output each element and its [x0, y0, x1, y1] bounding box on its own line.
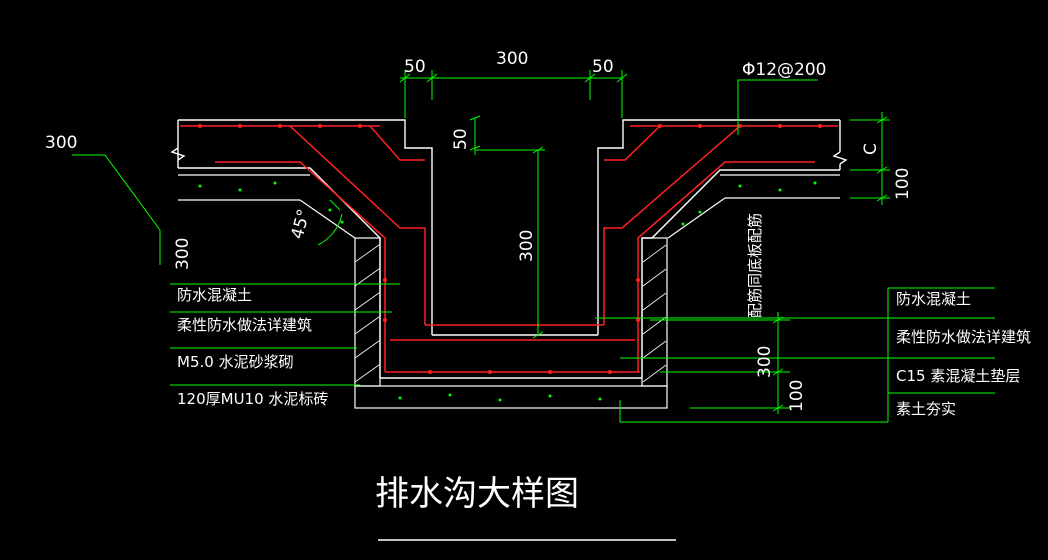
cushion-layer	[178, 174, 840, 409]
dim-top-right: 50	[592, 57, 614, 77]
drawing-title: 排水沟大样图	[375, 474, 579, 514]
dim-right-100-bottom: 100	[787, 380, 807, 412]
note-left-1: 防水混凝土	[177, 286, 252, 304]
dim-right-300: 300	[755, 346, 775, 378]
vertical-note: 配筋同底板配筋	[746, 213, 764, 318]
dim-left-300-b: 300	[173, 238, 193, 270]
dim-inner-300: 300	[517, 230, 537, 262]
left-notes: 防水混凝土 柔性防水做法详建筑 M5.0 水泥砂浆砌 120厚MU10 水泥标砖	[177, 286, 328, 408]
angle-label: 45°	[288, 207, 315, 241]
right-notes: 防水混凝土 柔性防水做法详建筑 C15 素混凝土垫层 素土夯实	[896, 290, 1031, 418]
note-right-2: 柔性防水做法详建筑	[896, 328, 1031, 346]
dim-left-300-a: 300	[45, 133, 77, 153]
rebar-spec: Φ12@200	[742, 60, 826, 80]
note-left-2: 柔性防水做法详建筑	[177, 316, 312, 334]
dim-right-100-top: 100	[893, 168, 913, 200]
note-right-3: C15 素混凝土垫层	[896, 367, 1020, 385]
dim-top-mid: 300	[496, 49, 528, 69]
dim-inner-50: 50	[451, 128, 471, 150]
note-left-4: 120厚MU10 水泥标砖	[177, 390, 328, 408]
brick-hatch	[354, 244, 667, 383]
dim-top-left: 50	[404, 57, 426, 77]
rebar	[180, 125, 838, 373]
note-left-3: M5.0 水泥砂浆砌	[177, 353, 294, 371]
dimension-lines	[72, 70, 995, 423]
rebar-dots	[198, 124, 822, 374]
concrete-hatch	[198, 181, 817, 402]
note-right-1: 防水混凝土	[896, 290, 971, 308]
dim-right-c: C	[861, 143, 881, 155]
note-right-4: 素土夯实	[896, 400, 956, 418]
